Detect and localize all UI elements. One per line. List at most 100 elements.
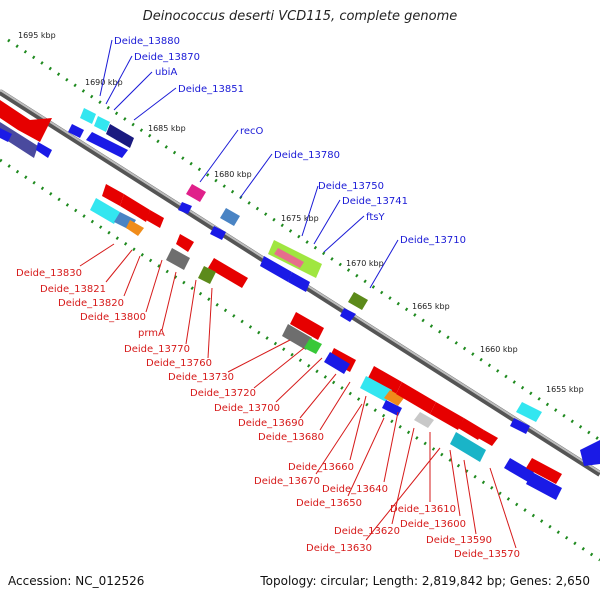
gene-label-deide-13800: Deide_13800: [80, 312, 146, 323]
leader-line: [185, 279, 197, 345]
gene-feature: [68, 124, 84, 138]
leader-line: [99, 39, 113, 97]
leader-line: [347, 417, 385, 497]
gene-feature: [516, 402, 542, 422]
gene-label-deide-13730: Deide_13730: [168, 372, 234, 383]
leader-line: [105, 249, 133, 283]
kbp-tick-label: 1655 kbp: [546, 385, 584, 394]
leader-line: [253, 347, 305, 389]
leader-line: [301, 185, 319, 237]
leader-line: [313, 199, 341, 245]
gene-label-deide-13741: Deide_13741: [342, 196, 408, 207]
leader-line: [365, 447, 441, 541]
gene-label-deide-13851: Deide_13851: [178, 84, 244, 95]
gene-label-deide-13720: Deide_13720: [190, 388, 256, 399]
leader-line: [227, 339, 291, 373]
leader-line: [123, 255, 141, 297]
kbp-tick-label: 1665 kbp: [412, 302, 450, 311]
leader-line: [349, 395, 367, 461]
gene-feature: [510, 418, 530, 434]
gene-feature: [208, 258, 248, 288]
gene-feature: [324, 352, 350, 374]
gene-label-deide-13640: Deide_13640: [322, 484, 388, 495]
gene-feature: [220, 208, 240, 226]
inner-track-line: [0, 158, 600, 562]
leader-line: [369, 239, 399, 289]
kbp-tick-label: 1695 kbp: [18, 31, 56, 40]
reverse-gene-labels: Deide_13830 Deide_13821 Deide_13820 Deid…: [16, 268, 520, 560]
leader-line: [133, 87, 177, 121]
gene-feature: [94, 116, 110, 132]
gene-feature: [526, 458, 562, 484]
gene-feature: [178, 202, 192, 214]
leader-line: [79, 243, 115, 267]
gene-feature: [36, 142, 52, 158]
gene-feature: [198, 266, 216, 284]
kbp-tick-label: 1670 kbp: [346, 259, 384, 268]
gene-feature: [340, 308, 356, 322]
genome-summary-label: Topology: circular; Length: 2,819,842 bp…: [260, 574, 590, 588]
kbp-tick-label: 1680 kbp: [214, 170, 252, 179]
gene-feature: [504, 458, 534, 482]
gene-feature: [0, 128, 12, 142]
leader-line: [199, 129, 239, 183]
leader-line: [319, 381, 351, 431]
gene-feature: [304, 338, 322, 354]
gene-label-deide-13870: Deide_13870: [134, 52, 200, 63]
gene-feature: [348, 292, 368, 310]
gene-label-deide-13690: Deide_13690: [238, 418, 304, 429]
gene-label-deide-13590: Deide_13590: [426, 535, 492, 546]
leader-line: [383, 411, 399, 483]
gene-label-ftsy: ftsY: [366, 212, 385, 223]
leader-line: [449, 449, 461, 517]
gene-label-deide-13600: Deide_13600: [400, 519, 466, 530]
gene-label-prma: prmA: [138, 328, 165, 339]
gene-feature: [288, 272, 310, 292]
gene-label-deide-13821: Deide_13821: [40, 284, 106, 295]
gene-feature: [90, 198, 120, 224]
forward-gene-labels: Deide_13880 Deide_13870 ubiA Deide_13851…: [114, 36, 466, 246]
gene-label-deide-13830: Deide_13830: [16, 268, 82, 279]
gene-label-deide-13680: Deide_13680: [258, 432, 324, 443]
gene-feature: [0, 122, 38, 158]
kbp-tick-labels: 1695 kbp 1690 kbp 1685 kbp 1680 kbp 1675…: [18, 31, 584, 394]
gene-feature: [396, 382, 436, 414]
gene-label-deide-13660: Deide_13660: [288, 462, 354, 473]
gene-label-deide-13670: Deide_13670: [254, 476, 320, 487]
gene-label-deide-13620: Deide_13620: [334, 526, 400, 537]
map-title: Deinococcus deserti VCD115, complete gen…: [142, 9, 458, 24]
gene-label-deide-13880: Deide_13880: [114, 36, 180, 47]
gene-label-ubia: ubiA: [155, 67, 177, 78]
gene-feature: [210, 226, 226, 240]
gene-label-deide-13710: Deide_13710: [400, 235, 466, 246]
gene-feature: [176, 234, 194, 252]
gene-label-deide-13630: Deide_13630: [306, 543, 372, 554]
gene-feature: [186, 184, 206, 202]
leader-line: [463, 459, 477, 535]
gene-feature: [282, 324, 312, 350]
gene-feature: [102, 184, 124, 206]
forward-leader-lines: [99, 39, 399, 289]
accession-label: Accession: NC_012526: [8, 574, 145, 588]
leader-line: [275, 357, 323, 403]
gene-feature: [146, 210, 164, 228]
gene-feature: [360, 376, 392, 402]
reverse-leader-lines: [79, 243, 517, 549]
leader-line: [113, 71, 153, 111]
gene-label-deide-13700: Deide_13700: [214, 403, 280, 414]
leader-line: [391, 427, 415, 525]
gene-feature: [526, 472, 562, 500]
gene-feature: [580, 440, 600, 466]
gene-feature: [368, 366, 402, 394]
outer-track-line: [7, 38, 600, 442]
gene-feature: [120, 194, 150, 222]
gene-feature: [260, 256, 292, 282]
gene-label-deide-13570: Deide_13570: [454, 549, 520, 560]
gene-feature: [290, 312, 324, 340]
gene-label-deide-13650: Deide_13650: [296, 498, 362, 509]
gene-label-reco: recO: [240, 126, 264, 137]
gene-feature: [106, 124, 134, 148]
gene-feature: [458, 418, 484, 440]
